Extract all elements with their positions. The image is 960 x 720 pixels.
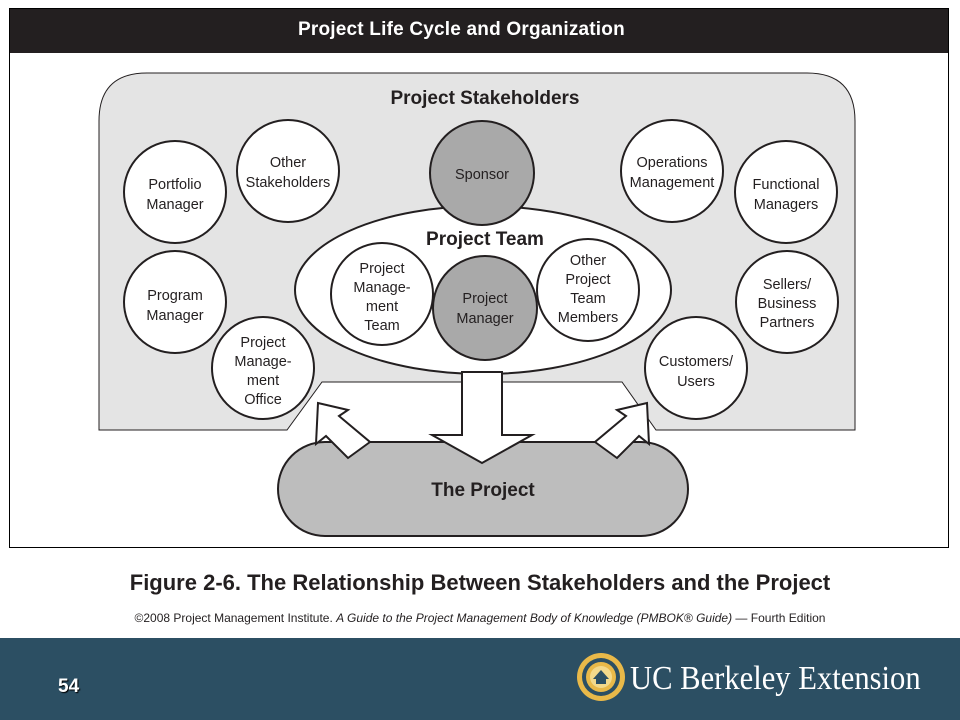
slide-number: 54 (58, 676, 80, 697)
svg-text:Customers/Users: Customers/Users (659, 354, 734, 390)
copyright-prefix: ©2008 Project Management Institute. (134, 611, 337, 625)
node-sponsor: Sponsor (429, 120, 535, 226)
copyright-line: ©2008 Project Management Institute. A Gu… (0, 611, 960, 625)
figure-header-title: Project Life Cycle and Organization (298, 19, 625, 40)
stakeholders-label: Project Stakeholders (390, 88, 579, 109)
copyright-title: A Guide to the Project Management Body o… (336, 611, 733, 625)
project-to-left-stakeholders-arrow (314, 401, 372, 460)
project-team-label: Project Team (426, 229, 544, 250)
uc-berkeley-extension-logo: UC Berkeley Extension (630, 660, 921, 697)
copyright-suffix: — Fourth Edition (732, 611, 826, 625)
figure-caption: Figure 2-6. The Relationship Between Sta… (129, 570, 831, 595)
uc-seal-icon (577, 653, 625, 701)
team-to-project-arrow (428, 371, 536, 465)
project-label: The Project (431, 480, 535, 501)
footer-bar: 54 UC Berkeley Extension (0, 638, 960, 720)
project-to-right-stakeholders-arrow (593, 401, 651, 460)
stakeholder-diagram: Project Stakeholders Project Team The Pr… (98, 72, 856, 537)
svg-text:Sponsor: Sponsor (455, 167, 509, 183)
figure-header: Project Life Cycle and Organization (10, 9, 948, 53)
node-customers-users: Customers/Users (644, 316, 748, 420)
